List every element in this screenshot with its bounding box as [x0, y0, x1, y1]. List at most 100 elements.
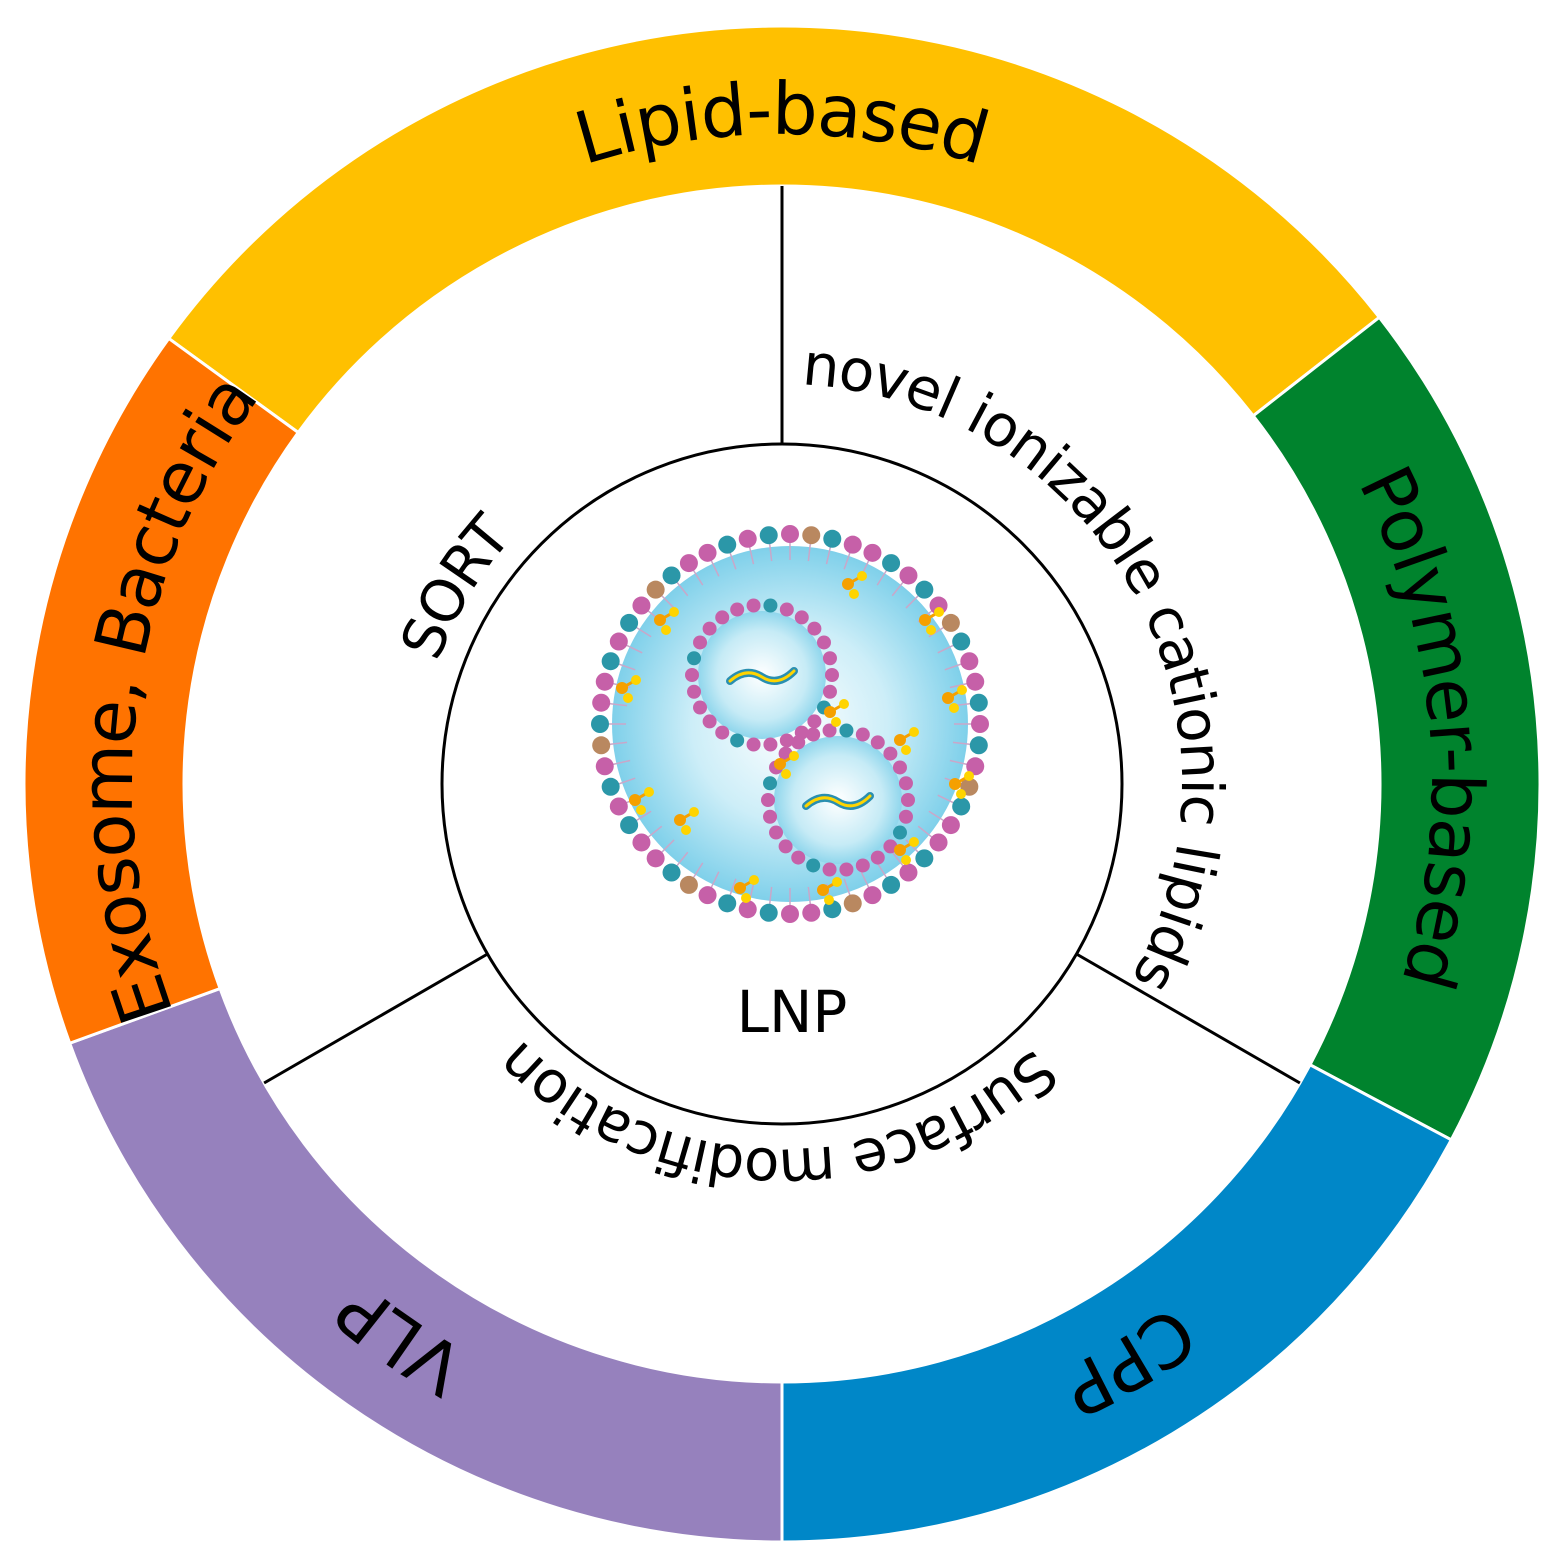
lipid-head: [952, 797, 971, 816]
lipid-head: [802, 903, 821, 922]
lipid-head: [802, 526, 821, 545]
ionizable-lipid-cluster: [842, 571, 867, 599]
lipid-head: [882, 554, 901, 573]
lipid-head: [759, 526, 778, 545]
cluster-bead: [636, 805, 646, 815]
cluster-bead: [942, 692, 954, 704]
cluster-bead: [919, 614, 931, 626]
lipid-head: [915, 580, 934, 599]
vesicle-lipid-head: [822, 651, 837, 666]
cluster-bead: [956, 789, 966, 799]
cluster-bead: [824, 895, 834, 905]
lipid-head: [609, 797, 628, 816]
ionizable-lipid-cluster: [629, 787, 654, 815]
lipid-head: [941, 816, 960, 835]
cluster-bead: [644, 787, 654, 797]
lipid-head: [971, 715, 989, 733]
lipid-head: [969, 693, 988, 712]
vesicle-lipid-head: [839, 862, 854, 877]
cluster-bead: [749, 875, 759, 885]
vesicle-lipid-head: [702, 621, 717, 636]
vesicle-lipid-head: [702, 714, 717, 729]
vesicle-lipid-head: [763, 809, 778, 824]
vesicle-lipid-head: [761, 793, 775, 807]
ionizable-lipid-cluster: [734, 875, 759, 903]
lipid-head: [759, 903, 778, 922]
lipid-head: [969, 736, 988, 755]
vesicle-lipid-head: [687, 684, 702, 699]
cluster-bead: [901, 745, 911, 755]
vesicle-lipid-head: [901, 793, 915, 807]
vesicle-lipid-head: [791, 735, 806, 750]
lipid-head: [966, 757, 985, 776]
lipid-head: [718, 535, 737, 554]
vesicle-lipid-head: [825, 668, 839, 682]
vesicle-lipid-head: [822, 862, 837, 877]
lipid-head: [882, 875, 901, 894]
cluster-bead: [842, 578, 854, 590]
vesicle-lipid-head: [816, 635, 831, 650]
lipid-head: [601, 777, 620, 796]
vesicle-lipid-head: [883, 839, 898, 854]
cluster-bead: [741, 893, 751, 903]
cluster-bead: [909, 837, 919, 847]
lipid-head: [966, 672, 985, 691]
lipid-head: [646, 580, 665, 599]
vesicle-lipid-head: [763, 737, 778, 752]
lipid-head: [952, 632, 971, 651]
vesicle-lipid-head: [746, 598, 761, 613]
cluster-bead: [734, 882, 746, 894]
cluster-bead: [832, 877, 842, 887]
vesicle-lipid-head: [730, 733, 745, 748]
vesicle-lipid-head: [791, 850, 806, 865]
lipid-head: [781, 905, 799, 923]
ionizable-lipid-cluster: [894, 837, 919, 865]
lipid-head: [781, 525, 799, 543]
cluster-bead: [654, 614, 666, 626]
ionizable-lipid-cluster: [774, 751, 799, 779]
inner-vesicle-bottom: [761, 723, 915, 877]
cluster-bead: [631, 675, 641, 685]
vesicle-lipid-head: [746, 737, 761, 752]
cluster-bead: [774, 758, 786, 770]
cluster-bead: [669, 607, 679, 617]
lipid-head: [929, 833, 948, 852]
mrna-strand-highlight: [804, 794, 872, 808]
cluster-bead: [964, 771, 974, 781]
cluster-bead: [629, 794, 641, 806]
lipid-head: [592, 736, 611, 755]
cluster-bead: [781, 769, 791, 779]
cluster-bead: [817, 884, 829, 896]
vesicle-lipid-head: [779, 733, 794, 748]
lipid-head: [679, 554, 698, 573]
lipid-head: [620, 816, 639, 835]
vesicle-lipid-head: [685, 668, 699, 682]
ionizable-lipid-cluster: [824, 699, 849, 727]
ionizable-lipid-cluster: [616, 675, 641, 703]
vesicle-lipid-head: [807, 621, 822, 636]
ring-segment-polymer-based: [1251, 315, 1542, 1142]
ionizable-lipid-cluster: [817, 877, 842, 905]
vesicle-lipid-head: [715, 725, 730, 740]
vesicle-lipid-head: [870, 850, 885, 865]
lipid-head: [646, 849, 665, 868]
cluster-bead: [934, 607, 944, 617]
cluster-bead: [831, 717, 841, 727]
vesicle-lipid-head: [883, 746, 898, 761]
vesicle-lipid-head: [693, 635, 708, 650]
cluster-bead: [894, 734, 906, 746]
center-label-lnp: LNP: [737, 978, 848, 1046]
lipid-head: [609, 632, 628, 651]
lipid-head: [592, 693, 611, 712]
vesicle-lipid-head: [892, 825, 907, 840]
vesicle-lipid-head: [778, 839, 793, 854]
cluster-bead: [616, 682, 628, 694]
lipid-head: [941, 613, 960, 632]
vesicle-lipid-head: [794, 610, 809, 625]
lipid-head: [915, 849, 934, 868]
inner-vesicle-top: [685, 598, 839, 752]
ionizable-lipid-cluster: [919, 607, 944, 635]
lipid-head: [591, 715, 609, 733]
cluster-bead: [909, 727, 919, 737]
